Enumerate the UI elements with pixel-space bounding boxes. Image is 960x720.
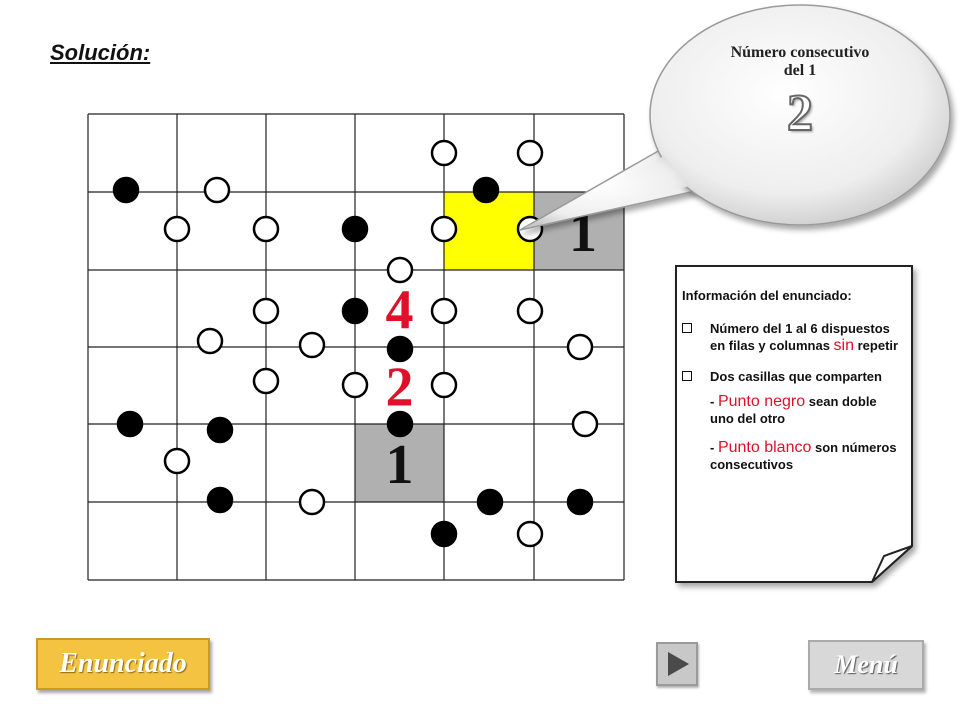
page-title: Solución: [50, 40, 151, 65]
white-dot [516, 297, 544, 325]
black-dot [112, 176, 140, 204]
white-dot [341, 371, 369, 399]
next-button[interactable] [656, 642, 698, 686]
info-black-dot-rule: - Punto negro sean doble uno del otro [710, 393, 877, 426]
black-dot [430, 520, 458, 548]
black-dot [476, 488, 504, 516]
black-dot [386, 410, 414, 438]
callout-number: 2 [786, 85, 814, 143]
white-dot [252, 297, 280, 325]
white-dot [430, 215, 458, 243]
black-dot [341, 297, 369, 325]
info-panel: Información del enunciado: Número del 1 … [682, 287, 902, 485]
menu-button[interactable]: Menú [808, 640, 924, 690]
white-dot [163, 447, 191, 475]
white-dot [571, 410, 599, 438]
white-dot [298, 331, 326, 359]
constraint-dots [112, 139, 599, 548]
white-dot [298, 488, 326, 516]
white-dot [516, 139, 544, 167]
info-white-dot-rule: - Punto blanco son números consecutivos [710, 439, 897, 472]
cell-number: 2 [386, 357, 414, 419]
black-dot [206, 486, 234, 514]
black-dot [206, 416, 234, 444]
white-dot [430, 139, 458, 167]
white-dot [196, 327, 224, 355]
white-dot [566, 333, 594, 361]
white-dot [386, 256, 414, 284]
black-dot [472, 176, 500, 204]
bullet-box-icon [682, 371, 692, 381]
grid-lines [87, 113, 625, 581]
white-dot [516, 520, 544, 548]
info-heading: Información del enunciado: [682, 288, 852, 303]
callout-line1: Número consecutivo [730, 44, 870, 61]
info-bullet-2: Dos casillas que comparten [682, 368, 902, 385]
callout-bubble [519, 4, 951, 231]
white-dot [430, 297, 458, 325]
white-dot [430, 371, 458, 399]
white-dot [252, 215, 280, 243]
cell-number: 1 [386, 434, 414, 496]
cell-number: 4 [386, 280, 414, 342]
play-right-icon [668, 652, 689, 676]
info-note [675, 265, 913, 583]
callout-line2: del 1 [783, 62, 817, 79]
info-bullet-1: Número del 1 al 6 dispuestos en filas y … [682, 320, 902, 354]
black-dot [341, 215, 369, 243]
bullet-box-icon [682, 323, 692, 333]
white-dot [252, 367, 280, 395]
white-dot [163, 215, 191, 243]
black-dot [386, 335, 414, 363]
black-dot [116, 410, 144, 438]
black-dot [566, 488, 594, 516]
white-dot [203, 176, 231, 204]
enunciado-button[interactable]: Enunciado [36, 638, 210, 690]
